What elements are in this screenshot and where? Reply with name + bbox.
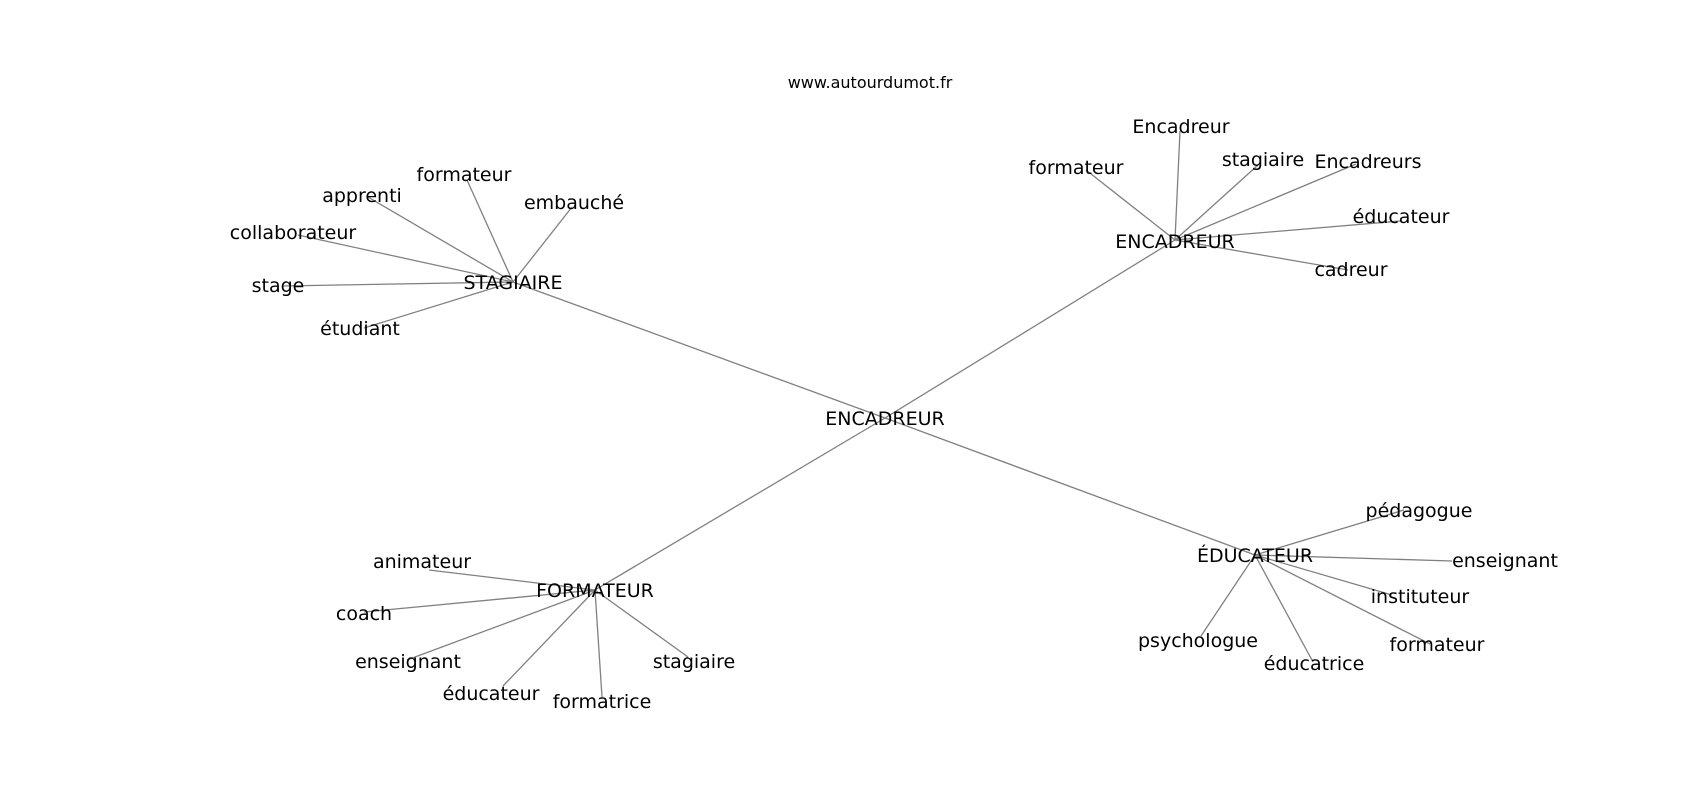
leaf-node-label: animateur: [373, 551, 471, 573]
edge-hub-to-leaf: [1254, 554, 1431, 645]
graph-labels: www.autourdumot.fr ENCADREUR STAGIAIRE for…: [230, 73, 1558, 713]
edge-hub-to-leaf: [1254, 554, 1453, 562]
leaf-node-label: éducatrice: [1264, 653, 1365, 675]
edge-hub-to-leaf: [406, 589, 596, 661]
leaf-node-label: Encadreur: [1132, 116, 1229, 138]
leaf-node-label: psychologue: [1138, 630, 1258, 652]
edge-hub-to-leaf: [594, 589, 603, 698]
edge-hub-to-leaf: [1085, 169, 1176, 241]
edge-center-to-hub: [884, 239, 1176, 419]
edge-hub-to-leaf: [1174, 220, 1401, 241]
leaf-node-label: pédagogue: [1366, 500, 1473, 522]
edge-hub-to-leaf: [1200, 554, 1256, 637]
edge-hub-to-leaf: [297, 234, 514, 283]
leaf-node-label: enseignant: [355, 651, 461, 673]
hub-node-label: FORMATEUR: [536, 580, 654, 602]
edge-hub-to-leaf: [512, 206, 573, 283]
edge-hub-to-leaf: [1254, 554, 1393, 596]
leaf-node-label: cadreur: [1314, 259, 1387, 281]
edge-hub-to-leaf: [1174, 163, 1357, 241]
edge-hub-to-leaf: [428, 569, 596, 591]
leaf-node-label: éducateur: [1353, 206, 1450, 228]
edge-hub-to-leaf: [1254, 509, 1405, 556]
leaf-node-label: éducateur: [443, 683, 540, 705]
center-node-label: ENCADREUR: [825, 408, 944, 430]
edge-center-to-hub: [512, 281, 886, 419]
edge-hub-to-leaf: [363, 281, 514, 329]
leaf-node-label: étudiant: [320, 318, 400, 340]
leaf-node-label: formateur: [1029, 157, 1124, 179]
edge-hub-to-leaf: [1174, 239, 1349, 271]
leaf-node-label: stagiaire: [1222, 149, 1304, 171]
graph-edges: [281, 130, 1453, 698]
leaf-node-label: instituteur: [1371, 586, 1470, 608]
leaf-node-label: formatrice: [553, 691, 652, 713]
leaf-node-label: coach: [336, 603, 392, 625]
edge-hub-to-leaf: [367, 196, 514, 283]
edge-hub-to-leaf: [281, 281, 514, 287]
leaf-node-label: collaborateur: [230, 222, 357, 244]
edge-hub-to-leaf: [594, 589, 689, 658]
leaf-node-label: enseignant: [1452, 550, 1558, 572]
edge-hub-to-leaf: [1254, 554, 1314, 663]
hub-node-label: STAGIAIRE: [464, 272, 563, 294]
edge-hub-to-leaf: [466, 179, 514, 283]
hub-node-label: ÉDUCATEUR: [1197, 544, 1313, 567]
leaf-node-label: stage: [252, 275, 305, 297]
hub-node-label: ENCADREUR: [1115, 231, 1234, 253]
leaf-node-label: apprenti: [322, 185, 402, 207]
leaf-node-label: embauché: [524, 192, 624, 214]
source-url: www.autourdumot.fr: [788, 73, 953, 92]
edge-hub-to-leaf: [502, 589, 596, 687]
edge-center-to-hub: [594, 417, 886, 591]
leaf-node-label: formateur: [417, 164, 512, 186]
leaf-node-label: stagiaire: [653, 651, 735, 673]
edge-hub-to-leaf: [1174, 164, 1259, 241]
leaf-node-label: Encadreurs: [1314, 151, 1421, 173]
edge-hub-to-leaf: [1174, 130, 1181, 241]
edge-center-to-hub: [884, 417, 1256, 556]
leaf-node-label: formateur: [1390, 634, 1485, 656]
edge-hub-to-leaf: [363, 589, 596, 613]
